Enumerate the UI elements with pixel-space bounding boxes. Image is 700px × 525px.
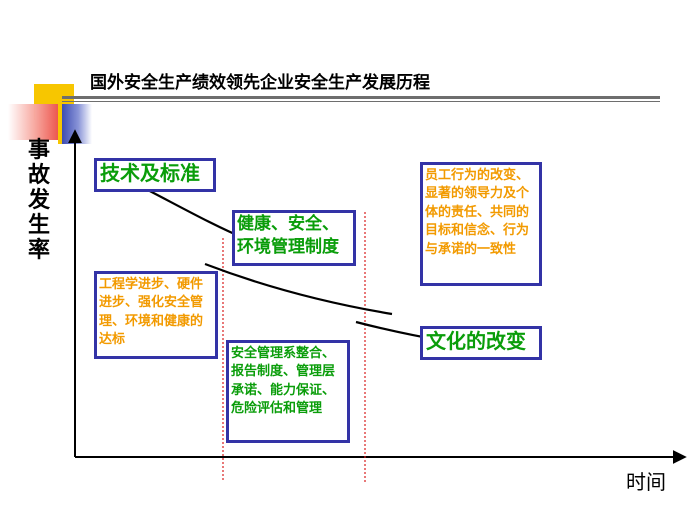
box-culture-change: 文化的改变 bbox=[420, 326, 542, 360]
box-hse-system-text: 健康、安全、环境管理制度 bbox=[237, 214, 339, 257]
title-rule-bottom bbox=[62, 101, 660, 102]
box-culture-change-text: 文化的改变 bbox=[426, 329, 526, 353]
box-tech-standards-text: 技术及标准 bbox=[100, 161, 200, 185]
box-behavior-change-text: 员工行为的改变、显著的领导力及个体的责任、共同的目标和信念、行为与承诺的一致性 bbox=[425, 168, 530, 257]
box-engineering-text: 工程学进步、硬件进步、强化安全管理、环境和健康的达标 bbox=[99, 277, 204, 348]
box-hse-system: 健康、安全、环境管理制度 bbox=[232, 210, 356, 266]
curve-phase-2 bbox=[204, 262, 393, 316]
box-engineering: 工程学进步、硬件进步、强化安全管理、环境和健康的达标 bbox=[94, 271, 218, 359]
x-axis-label: 时间 bbox=[626, 470, 666, 494]
box-tech-standards: 技术及标准 bbox=[94, 158, 216, 192]
y-axis-label: 事故发生率 bbox=[27, 138, 50, 264]
box-behavior-change: 员工行为的改变、显著的领导力及个体的责任、共同的目标和信念、行为与承诺的一致性 bbox=[420, 162, 542, 286]
box-mgmt-integration-text: 安全管理系整合、报告制度、管理层承诺、能力保证、危险评估和管理 bbox=[231, 346, 336, 417]
deco-yellow-bar bbox=[58, 84, 62, 144]
slide-title: 国外安全生产绩效领先企业安全生产发展历程 bbox=[90, 73, 430, 93]
title-rule-top bbox=[62, 96, 660, 99]
box-mgmt-integration: 安全管理系整合、报告制度、管理层承诺、能力保证、危险评估和管理 bbox=[226, 340, 350, 443]
